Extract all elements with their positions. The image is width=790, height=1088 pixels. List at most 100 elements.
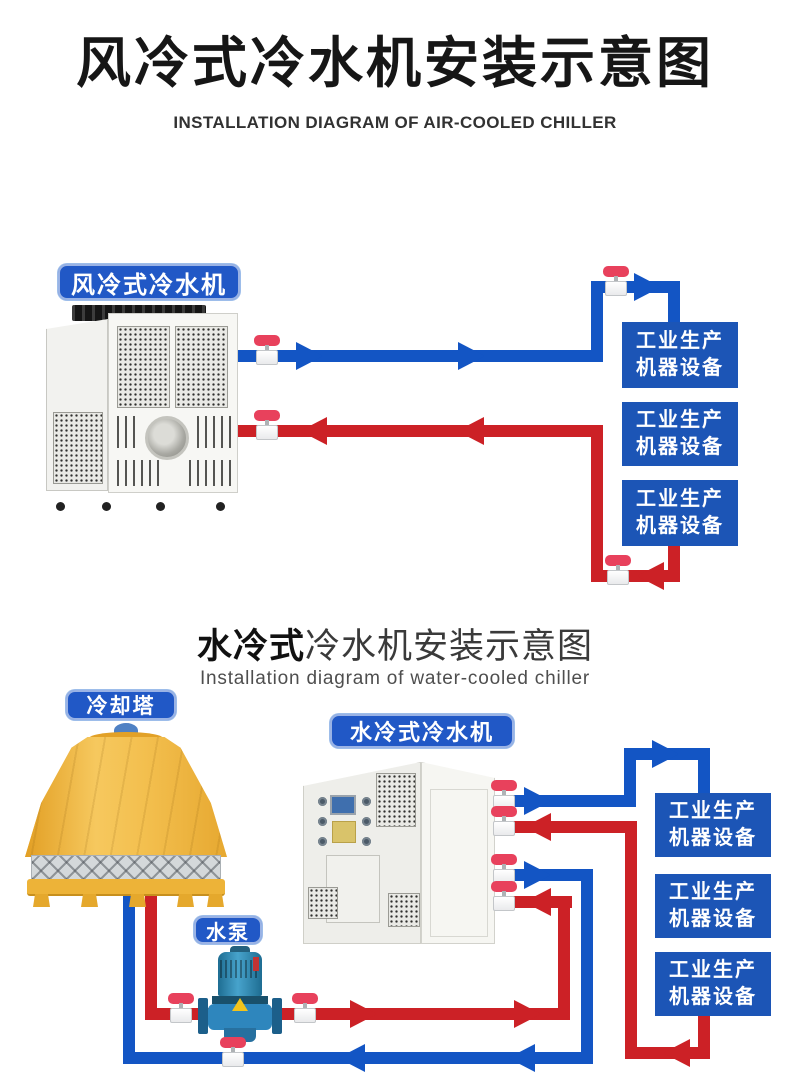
tower-leg <box>177 894 194 907</box>
flow-arrow-right-icon <box>634 273 661 301</box>
chiller-side-panel <box>46 319 108 491</box>
flow-arrow-right-icon <box>514 1000 541 1028</box>
tower-shell <box>25 737 227 857</box>
equipment-box-line: 工业生产 <box>636 330 724 352</box>
tower-mesh-band <box>31 855 221 881</box>
flow-arrow-right-icon <box>524 787 551 815</box>
flow-arrow-left-icon <box>524 888 551 916</box>
caster-wheel-icon <box>216 502 225 511</box>
equipment-box-line: 机器设备 <box>636 357 724 379</box>
equipment-box-line: 工业生产 <box>636 409 724 431</box>
chiller-front-panel <box>303 762 421 944</box>
tower-leg <box>33 894 50 907</box>
supply-pipe-segment <box>698 748 710 795</box>
caster-wheel-icon <box>156 502 165 511</box>
air-section-title: 风冷式冷水机安装示意图 <box>75 32 714 94</box>
equipment-box-line: 机器设备 <box>636 515 724 537</box>
valve-icon <box>489 806 519 838</box>
control-screen-icon <box>330 795 356 815</box>
equipment-box: 工业生产 机器设备 <box>655 874 771 938</box>
return-pipe-segment <box>668 546 680 582</box>
supply-pipe-segment <box>591 281 603 362</box>
air-duct-port-icon <box>145 416 189 460</box>
valve-icon <box>489 881 519 913</box>
valve-icon <box>218 1037 248 1069</box>
vent-grille-icon <box>308 887 338 919</box>
water-cooled-chiller-illustration <box>303 760 495 944</box>
knockout-icon <box>318 817 327 826</box>
cooling-supply-pipe-segment <box>145 892 157 1020</box>
equipment-box: 工业生产 机器设备 <box>622 322 738 388</box>
flow-arrow-left-icon <box>338 1044 365 1072</box>
equipment-box: 工业生产 机器设备 <box>622 480 738 546</box>
cooling-return-pipe-segment <box>581 875 593 1064</box>
cooling-supply-pipe-segment <box>558 902 570 1020</box>
water-cooled-diagram: 冷却塔 水冷式冷水机 水泵 <box>0 610 790 1088</box>
pump-motor <box>218 952 262 996</box>
flow-arrow-right-icon <box>524 861 551 889</box>
return-pipe-segment <box>625 827 637 1059</box>
flow-arrow-left-icon <box>663 1039 690 1067</box>
equipment-box: 工业生产 机器设备 <box>655 952 771 1016</box>
pump-flange-icon <box>272 998 282 1034</box>
tower-leg <box>129 894 146 907</box>
tower-leg <box>207 894 224 907</box>
return-pipe-segment <box>238 425 603 437</box>
chiller-front-panel <box>108 313 238 493</box>
tower-basin <box>27 879 225 896</box>
equipment-box-line: 机器设备 <box>669 986 757 1008</box>
water-section-title: 水冷式冷水机安装示意图 <box>196 627 594 666</box>
equipment-box: 工业生产 机器设备 <box>622 402 738 466</box>
pump-nameplate-icon <box>253 957 259 971</box>
pump-flange-icon <box>198 998 208 1034</box>
equipment-box-line: 机器设备 <box>669 908 757 930</box>
vent-grille-icon <box>175 326 228 408</box>
equipment-box-line: 工业生产 <box>636 488 724 510</box>
equipment-box-line: 机器设备 <box>636 436 724 458</box>
water-section-subtitle: Installation diagram of water-cooled chi… <box>199 668 591 689</box>
air-section-subtitle: INSTALLATION DIAGRAM OF AIR-COOLED CHILL… <box>173 113 617 132</box>
flow-arrow-left-icon <box>637 562 664 590</box>
flow-arrow-left-icon <box>457 417 484 445</box>
tower-leg <box>81 894 98 907</box>
vent-grille-icon <box>53 412 103 484</box>
flow-arrow-left-icon <box>300 417 327 445</box>
flow-arrow-right-icon <box>296 342 323 370</box>
equipment-box-line: 工业生产 <box>669 959 757 981</box>
valve-icon <box>601 266 631 298</box>
vent-grille-icon <box>376 773 416 827</box>
air-chiller-label: 风冷式冷水机 <box>58 264 240 300</box>
pump-label: 水泵 <box>194 916 262 944</box>
supply-pipe-segment <box>624 748 636 807</box>
air-cooled-chiller-illustration <box>46 305 238 511</box>
valve-icon <box>252 335 282 367</box>
equipment-box-line: 工业生产 <box>669 881 757 903</box>
return-pipe-segment <box>591 431 603 582</box>
flow-arrow-right-icon <box>458 342 485 370</box>
supply-pipe-segment <box>238 350 603 362</box>
flow-arrow-right-icon <box>652 740 679 768</box>
cooling-tower-illustration <box>25 723 227 907</box>
valve-icon <box>603 555 633 587</box>
warning-label-icon <box>332 821 356 843</box>
chiller-side-panel <box>421 762 495 944</box>
slot-vent-icon <box>189 460 231 486</box>
caster-wheel-icon <box>102 502 111 511</box>
supply-pipe-segment <box>668 281 680 324</box>
valve-icon <box>252 410 282 442</box>
slot-vent-icon <box>117 460 165 486</box>
cooling-return-pipe-segment <box>123 892 135 1064</box>
cooling-tower-label: 冷却塔 <box>66 690 176 720</box>
knockout-icon <box>362 797 371 806</box>
slot-vent-icon <box>197 416 231 448</box>
equipment-box: 工业生产 机器设备 <box>655 793 771 857</box>
water-pump-illustration <box>198 946 282 1044</box>
knockout-icon <box>362 837 371 846</box>
flow-arrow-left-icon <box>524 813 551 841</box>
knockout-icon <box>318 797 327 806</box>
water-chiller-label: 水冷式冷水机 <box>330 714 514 748</box>
knockout-icon <box>362 817 371 826</box>
equipment-box-line: 机器设备 <box>669 827 757 849</box>
vent-grille-icon <box>388 893 420 927</box>
